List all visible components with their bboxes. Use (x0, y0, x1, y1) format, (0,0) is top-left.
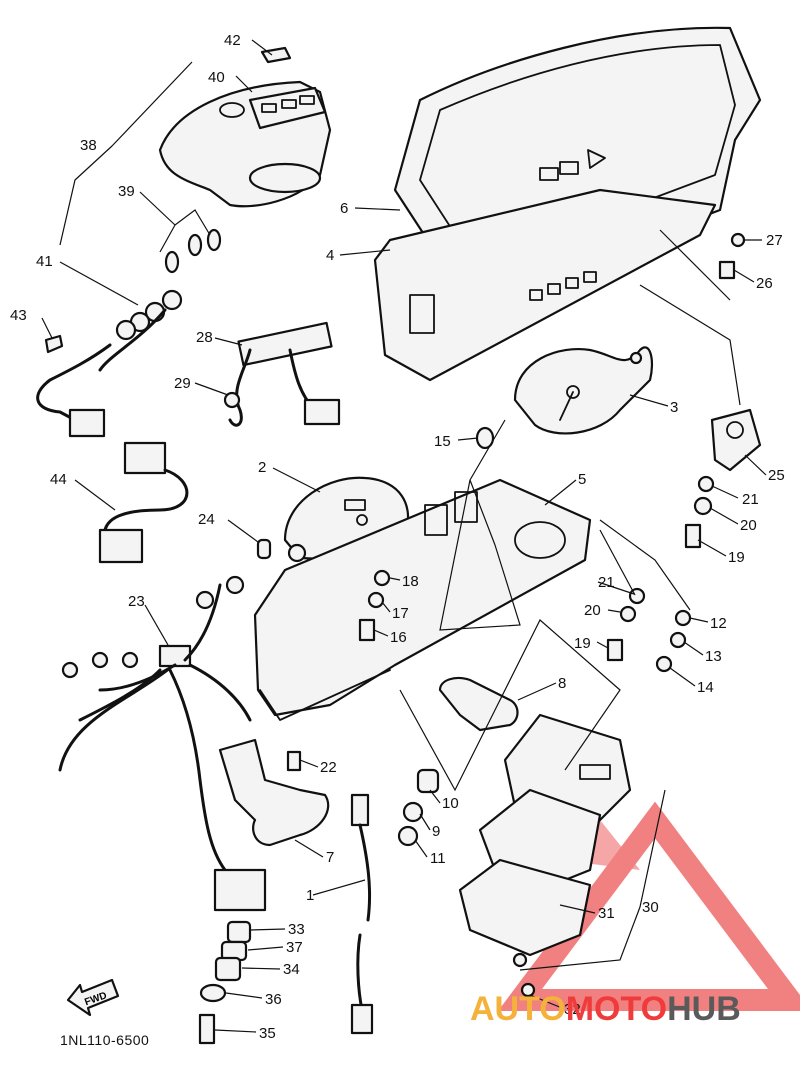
watermark-auto: AUTO (470, 990, 566, 1028)
callout-33: 33 (288, 921, 305, 938)
callout-42: 42 (224, 32, 241, 49)
watermark-moto: MOTO (566, 990, 667, 1028)
screw-part (286, 750, 302, 772)
nut-part (628, 587, 646, 605)
mount-stack-part (198, 920, 252, 1045)
callout-36: 36 (265, 991, 282, 1008)
callout-18: 18 (402, 573, 419, 590)
screw-part (358, 618, 376, 642)
washer-part (367, 591, 385, 609)
switch-part (710, 408, 762, 472)
svg-text:AUTOMOTOHUB: AUTOMOTOHUB (470, 990, 741, 1028)
callout-14: 14 (697, 679, 714, 696)
screw-part (730, 232, 746, 248)
callout-8: 8 (558, 675, 566, 692)
callout-5: 5 (578, 471, 586, 488)
washer-part (619, 605, 637, 623)
callout-44: 44 (50, 471, 67, 488)
callout-19-right: 19 (728, 549, 745, 566)
inner-case-part (373, 188, 717, 382)
leader-lines (41, 39, 767, 1033)
callout-22: 22 (320, 759, 337, 776)
callout-16: 16 (390, 629, 407, 646)
speedometer-cable-part (350, 793, 374, 1035)
washer-part (669, 631, 687, 649)
callout-31: 31 (598, 905, 615, 922)
tachometer-part (513, 346, 654, 435)
callout-25: 25 (768, 467, 785, 484)
grommet-part (373, 569, 391, 587)
callout-20-right: 20 (740, 517, 757, 534)
indicator-light-assembly-part (458, 713, 632, 998)
callout-27: 27 (766, 232, 783, 249)
callout-4: 4 (326, 247, 334, 264)
nut-part (697, 475, 715, 493)
callout-35: 35 (259, 1025, 276, 1042)
lens-cap-part (260, 46, 292, 64)
callout-7: 7 (326, 849, 334, 866)
callout-34: 34 (283, 961, 300, 978)
callout-20-mid: 20 (584, 602, 601, 619)
callout-10: 10 (442, 795, 459, 812)
callout-32: 32 (564, 1001, 581, 1018)
callout-43: 43 (10, 307, 27, 324)
forward-direction-arrow-icon: FWD (66, 978, 120, 1017)
callout-9: 9 (432, 823, 440, 840)
bracket-part (438, 676, 519, 732)
socket-harness-part (36, 289, 183, 438)
callout-41: 41 (36, 253, 53, 270)
callout-30: 30 (642, 899, 659, 916)
lower-case-part (253, 478, 592, 721)
main-wire-harness-part (58, 575, 267, 912)
callout-40: 40 (208, 69, 225, 86)
indicator-housing-part (158, 46, 332, 208)
collar-part (402, 801, 424, 823)
callout-28: 28 (196, 329, 213, 346)
callout-2: 2 (258, 459, 266, 476)
socket-harness-part (223, 321, 341, 427)
callout-15: 15 (434, 433, 451, 450)
callout-3: 3 (670, 399, 678, 416)
grommet-part (718, 260, 736, 280)
bracket-part (218, 738, 330, 847)
callout-21-mid: 21 (598, 574, 615, 591)
washer-part (693, 496, 713, 516)
callout-17: 17 (392, 605, 409, 622)
screw-part (684, 523, 702, 549)
callout-37: 37 (286, 939, 303, 956)
callout-12: 12 (710, 615, 727, 632)
callout-26: 26 (756, 275, 773, 292)
callout-13: 13 (705, 648, 722, 665)
screw-part (606, 638, 624, 662)
callout-11: 11 (430, 850, 446, 867)
connector-harness-part (98, 441, 189, 564)
nut-part (674, 609, 692, 627)
callout-29: 29 (174, 375, 191, 392)
grommet-part (416, 768, 440, 794)
watermark-hub: HUB (667, 990, 741, 1028)
callout-24: 24 (198, 511, 215, 528)
nut-part (655, 655, 673, 673)
callout-6: 6 (340, 200, 348, 217)
collar-part (397, 825, 419, 847)
screw-part (44, 334, 64, 354)
callout-labels: 42 40 38 39 41 43 28 29 44 2 24 23 6 4 2… (10, 32, 785, 1042)
part-code-label: 1NL110-6500 (60, 1032, 150, 1048)
watermark-text: AUTOMOTOHUB (470, 990, 741, 1028)
callout-1: 1 (306, 887, 314, 904)
callout-23: 23 (128, 593, 145, 610)
callout-21-right: 21 (742, 491, 759, 508)
callout-38: 38 (80, 137, 97, 154)
bulb-part (256, 538, 272, 560)
callout-39: 39 (118, 183, 135, 200)
bulbs-part (164, 228, 222, 274)
callout-19-mid: 19 (574, 635, 591, 652)
